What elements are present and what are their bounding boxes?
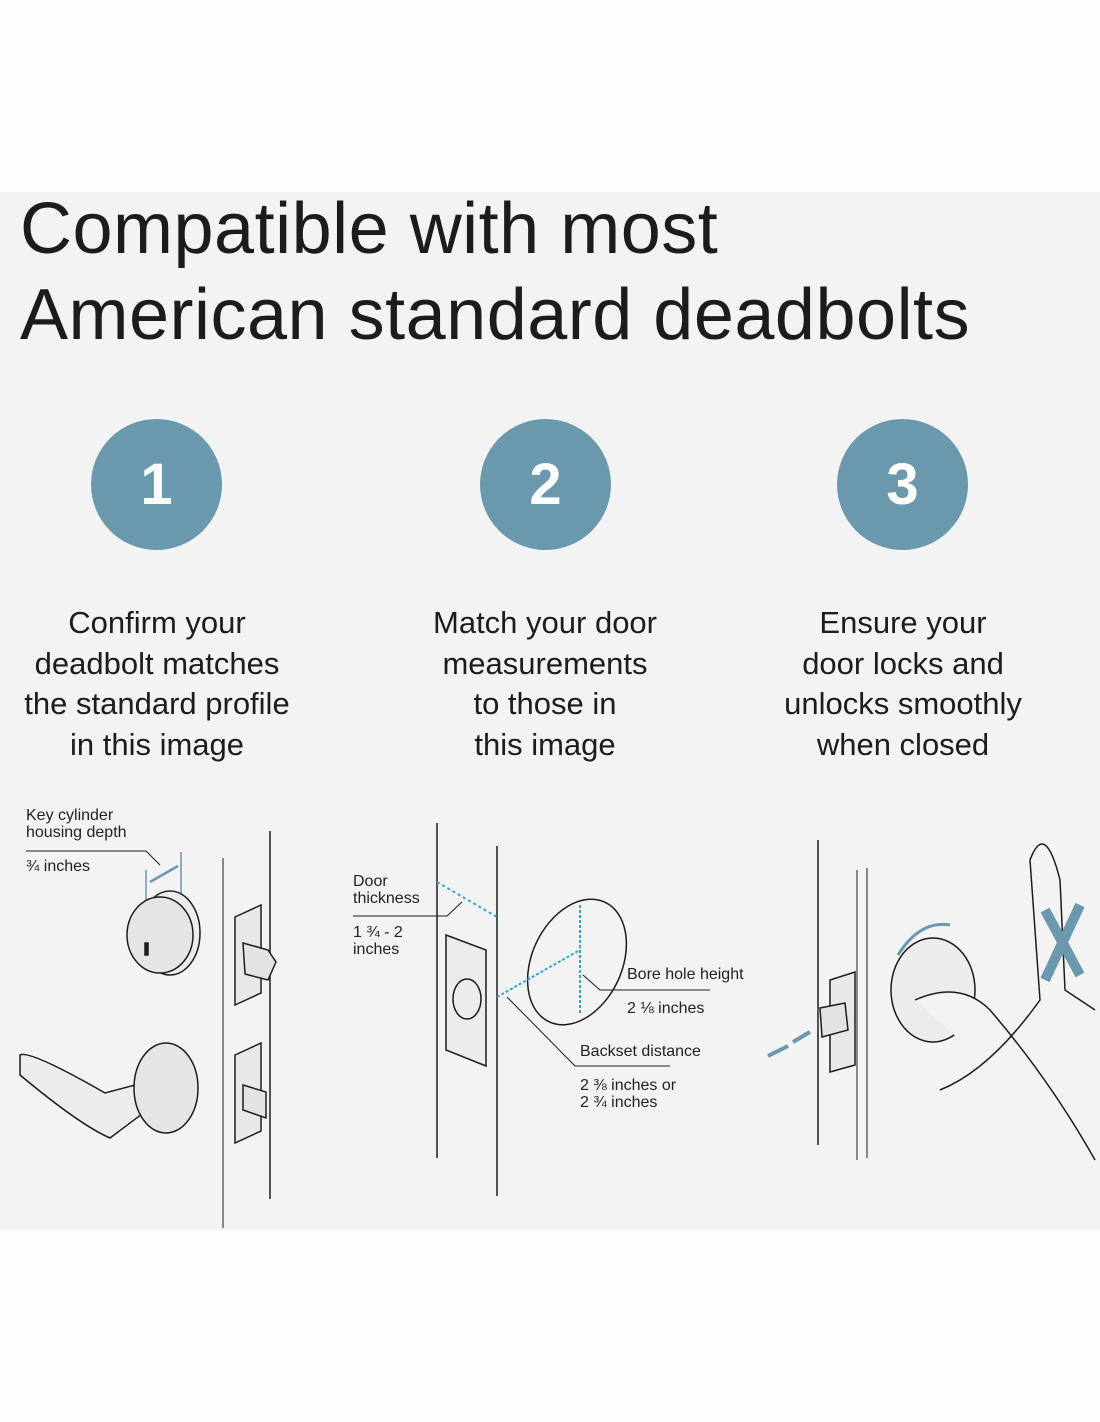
bore-hole-value: 2 ⅛ inches [627, 1000, 705, 1017]
door-thickness-value: 1 ¾ - 2 inches [353, 924, 403, 958]
label-line: inches [353, 941, 400, 958]
lock-hand-illustration [767, 840, 1096, 1161]
step-2-description: Match your door measurements to those in… [365, 603, 725, 765]
bore-hole-label: Bore hole height [627, 966, 744, 983]
step-3-description: Ensure your door locks and unlocks smoot… [723, 603, 1083, 765]
desc-line: measurements [442, 645, 648, 681]
desc-line: the standard profile [24, 686, 290, 721]
step-3-badge: 3 [837, 419, 968, 550]
step-2-badge: 2 [480, 419, 611, 550]
label-line: 2 ¾ inches [580, 1094, 658, 1111]
door-thickness-label: Door thickness [353, 873, 420, 907]
key-cylinder-value: ¾ inches [26, 858, 91, 875]
desc-line: this image [474, 726, 616, 762]
label-line: thickness [353, 890, 420, 907]
label-line: housing depth [26, 824, 127, 841]
page-title: Compatible with most American standard d… [20, 186, 970, 358]
illustrations [19, 823, 1096, 1228]
desc-line: in this image [69, 726, 245, 762]
backset-label: Backset distance [580, 1043, 701, 1060]
backset-value: 2 ⅜ inches or 2 ¾ inches [580, 1077, 676, 1111]
label-line: Key cylinder [26, 807, 114, 824]
step-1-badge: 1 [91, 419, 222, 550]
desc-line: Ensure your [819, 605, 987, 640]
desc-line: unlocks smoothly [784, 686, 1022, 721]
desc-line: when closed [816, 726, 990, 762]
desc-line: to those in [473, 686, 617, 721]
desc-line: deadbolt matches [34, 645, 280, 681]
desc-line: Confirm your [68, 605, 246, 640]
desc-line: door locks and [802, 645, 1004, 681]
desc-line: Match your door [433, 605, 657, 640]
door-measurements-illustration [353, 823, 710, 1196]
title-line-2: American standard deadbolts [20, 275, 971, 355]
label-line: Door [353, 873, 388, 890]
label-line: 1 ¾ - 2 [353, 924, 403, 941]
key-cylinder-label: Key cylinder housing depth [26, 807, 127, 841]
label-line: 2 ⅜ inches or [580, 1077, 677, 1094]
step-1-description: Confirm your deadbolt matches the standa… [0, 603, 337, 765]
title-line-1: Compatible with most [20, 189, 719, 269]
deadbolt-illustration [19, 831, 277, 1228]
